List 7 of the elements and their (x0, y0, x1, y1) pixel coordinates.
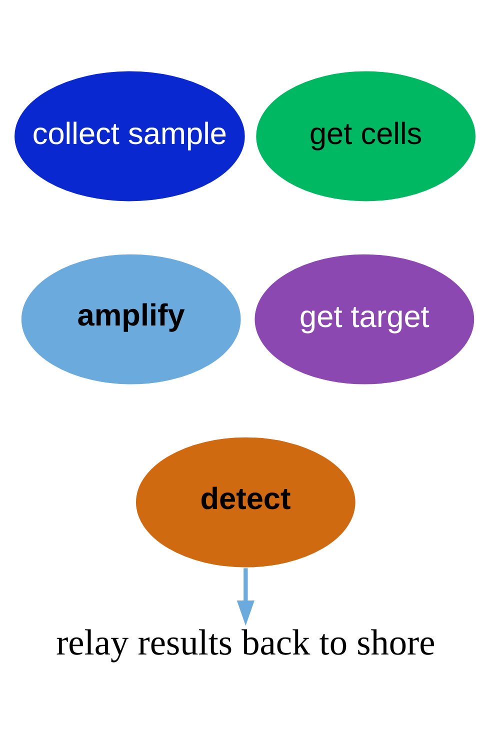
node-ellipse: collect sample (13, 70, 246, 203)
node-ellipse: get cells (254, 70, 477, 203)
node-text: relay results back to shore (56, 622, 436, 662)
node-ellipse: detect (134, 436, 357, 569)
node-ellipse: amplify (20, 252, 242, 386)
node-ellipse: get target (253, 252, 476, 386)
arrow (236, 568, 254, 626)
